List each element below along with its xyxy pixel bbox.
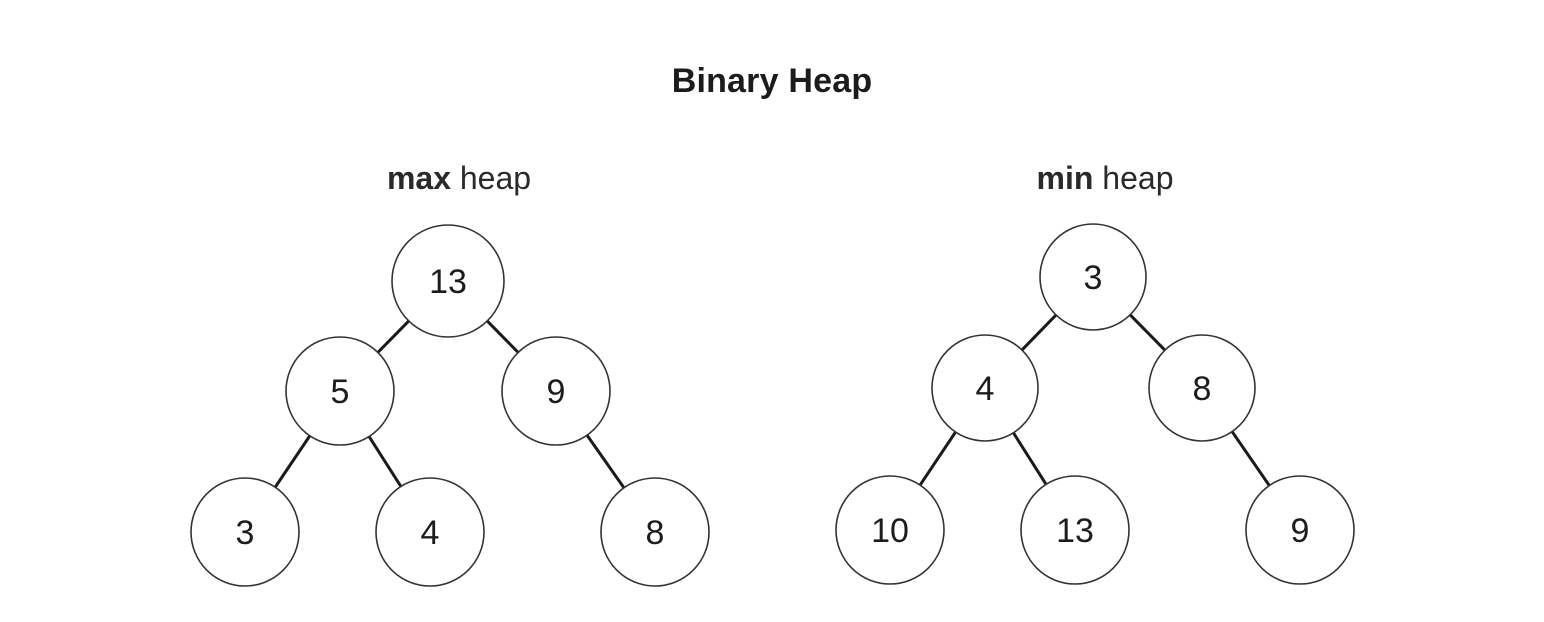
min-node-8-circle — [1148, 334, 1256, 442]
max-heap-caption-rest: heap — [450, 160, 532, 196]
min-node-8-value: 8 — [1193, 370, 1212, 408]
min-heap: 3 4 8 10 13 9 — [835, 223, 1355, 585]
max-heap-caption-emphasis: max — [386, 160, 451, 196]
min-edge-8-9 — [1231, 430, 1271, 487]
max-node-9-circle — [501, 336, 611, 446]
min-node-root-3-circle — [1039, 223, 1147, 331]
max-edge-5-4 — [368, 435, 402, 488]
max-node-9: 9 — [501, 336, 611, 446]
max-node-root-13-circle — [391, 224, 505, 338]
max-edge-13-9 — [486, 320, 519, 354]
max-node-root-13-value: 13 — [429, 263, 467, 301]
max-node-3-circle — [190, 477, 300, 587]
max-node-8-circle — [600, 477, 710, 587]
min-edge-4-13 — [1012, 432, 1048, 486]
min-node-10: 10 — [835, 475, 945, 585]
max-node-3-value: 3 — [236, 514, 255, 552]
min-node-9: 9 — [1245, 475, 1355, 585]
min-node-9-value: 9 — [1291, 512, 1310, 550]
max-edge-9-8 — [586, 434, 625, 489]
max-edge-13-5 — [377, 320, 410, 354]
max-node-5: 5 — [285, 336, 395, 446]
min-edge-3-4 — [1021, 314, 1057, 351]
min-node-8: 8 — [1148, 334, 1256, 442]
max-node-9-value: 9 — [547, 373, 566, 411]
min-node-9-circle — [1245, 475, 1355, 585]
min-node-13-circle — [1020, 475, 1130, 585]
min-node-root-3: 3 — [1039, 223, 1147, 331]
min-node-4-circle — [931, 334, 1039, 442]
max-node-4-value: 4 — [421, 514, 440, 552]
max-node-5-circle — [285, 336, 395, 446]
max-node-root-13: 13 — [391, 224, 505, 338]
min-node-4-value: 4 — [976, 370, 995, 408]
max-node-4: 4 — [375, 477, 485, 587]
min-node-13-value: 13 — [1056, 512, 1094, 550]
max-node-8: 8 — [600, 477, 710, 587]
max-heap: 13 5 9 3 4 8 — [190, 224, 710, 587]
min-heap-caption: min heap — [1037, 160, 1174, 197]
min-edge-3-8 — [1129, 314, 1166, 351]
min-node-10-value: 10 — [871, 512, 909, 550]
min-heap-caption-emphasis: min — [1036, 160, 1094, 196]
min-heap-caption-rest: heap — [1093, 160, 1174, 196]
min-node-root-3-value: 3 — [1084, 259, 1103, 297]
max-node-8-value: 8 — [646, 514, 665, 552]
min-node-13: 13 — [1020, 475, 1130, 585]
max-node-4-circle — [375, 477, 485, 587]
min-edge-4-10 — [919, 431, 957, 486]
max-edge-5-3 — [274, 435, 311, 488]
page-title: Binary Heap — [671, 62, 873, 100]
min-node-4: 4 — [931, 334, 1039, 442]
min-node-10-circle — [835, 475, 945, 585]
max-heap-caption: max heap — [387, 160, 531, 197]
max-node-3: 3 — [190, 477, 300, 587]
max-node-5-value: 5 — [331, 373, 350, 411]
